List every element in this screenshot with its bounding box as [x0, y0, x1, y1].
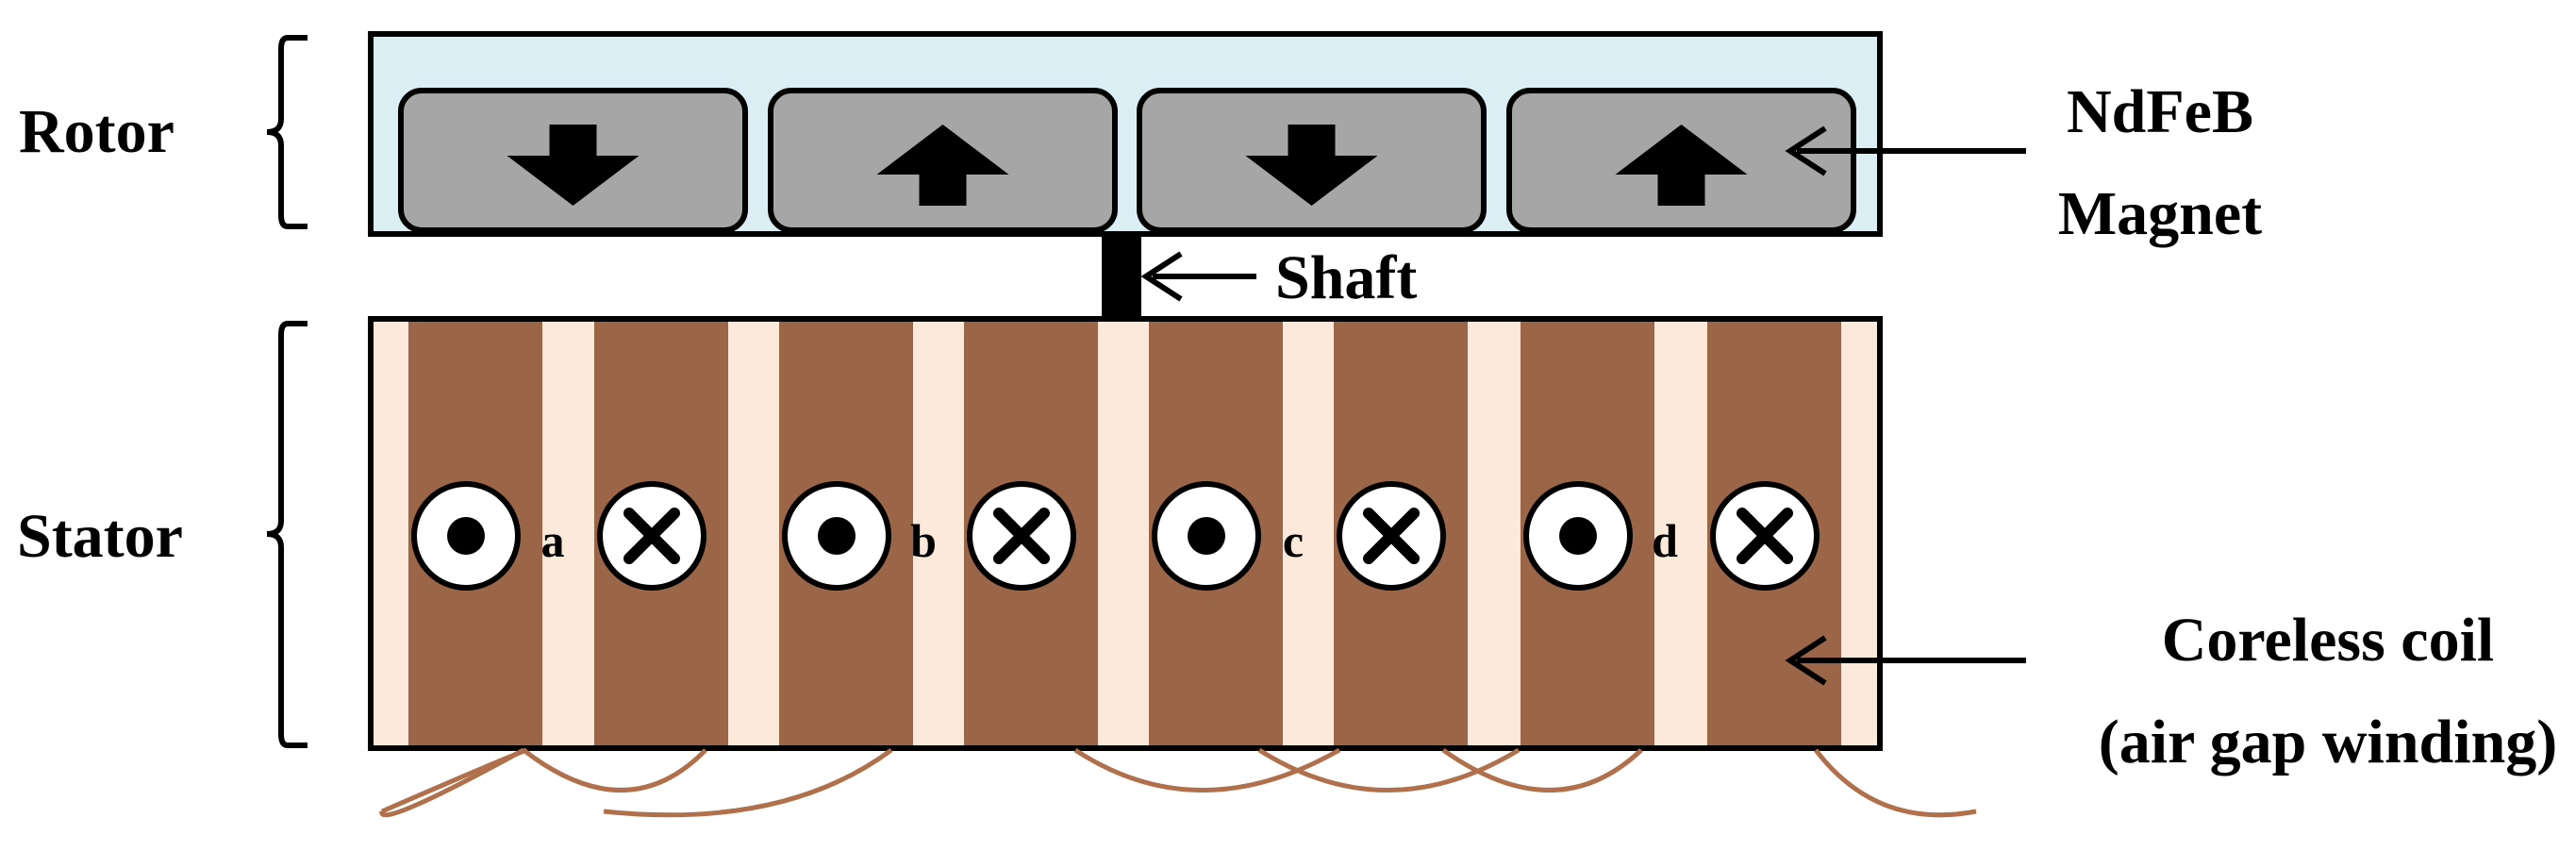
coil-label-line2: (air gap winding)	[2099, 708, 2558, 776]
coil-label: b	[910, 514, 937, 567]
coil-label: c	[1283, 514, 1304, 567]
current-out-icon	[1523, 481, 1633, 591]
magnet-pointer-arrow	[1785, 125, 2026, 176]
end-winding-7	[1441, 747, 1643, 793]
shaft-label: Shaft	[1275, 243, 1417, 312]
stator-outline	[368, 316, 1883, 751]
coil-row: a b c d	[408, 322, 1841, 745]
end-winding-3	[379, 747, 525, 818]
current-out-icon	[411, 481, 521, 591]
current-in-icon	[1710, 481, 1820, 591]
end-winding-5	[1073, 747, 1341, 793]
stator-bracket	[266, 321, 307, 748]
current-in-icon	[967, 481, 1076, 591]
magnet-arrow-down-icon	[1245, 125, 1378, 206]
end-windings	[379, 747, 1977, 818]
shaft	[1102, 236, 1141, 319]
current-in-icon	[597, 481, 706, 591]
shaft-pointer-arrow	[1140, 251, 1256, 302]
magnet-arrow-down-icon	[507, 125, 640, 206]
end-winding-4	[603, 747, 893, 818]
stator: a b c d	[368, 316, 1977, 818]
coil-pointer-arrow	[1785, 635, 2026, 686]
coil-label: a	[541, 514, 565, 567]
magnet-label-line2: Magnet	[2058, 179, 2262, 248]
coil-label: d	[1652, 514, 1678, 567]
magnet-arrow-up-icon	[876, 125, 1009, 206]
end-winding-8	[1814, 748, 1977, 818]
magnet-arrow-up-icon	[1615, 125, 1748, 206]
magnet-label-line1: NdFeB	[2067, 77, 2253, 146]
rotor-label: Rotor	[19, 97, 175, 166]
current-out-icon	[782, 481, 891, 591]
stator-label: Stator	[17, 502, 183, 571]
rotor	[368, 31, 1883, 237]
end-winding-6	[1257, 747, 1521, 793]
end-winding-2	[522, 748, 707, 793]
rotor-bracket	[266, 35, 307, 229]
current-in-icon	[1337, 481, 1446, 591]
coil-label-line1: Coreless coil	[2162, 606, 2495, 675]
current-out-icon	[1152, 481, 1261, 591]
magnet-row	[398, 88, 1856, 233]
